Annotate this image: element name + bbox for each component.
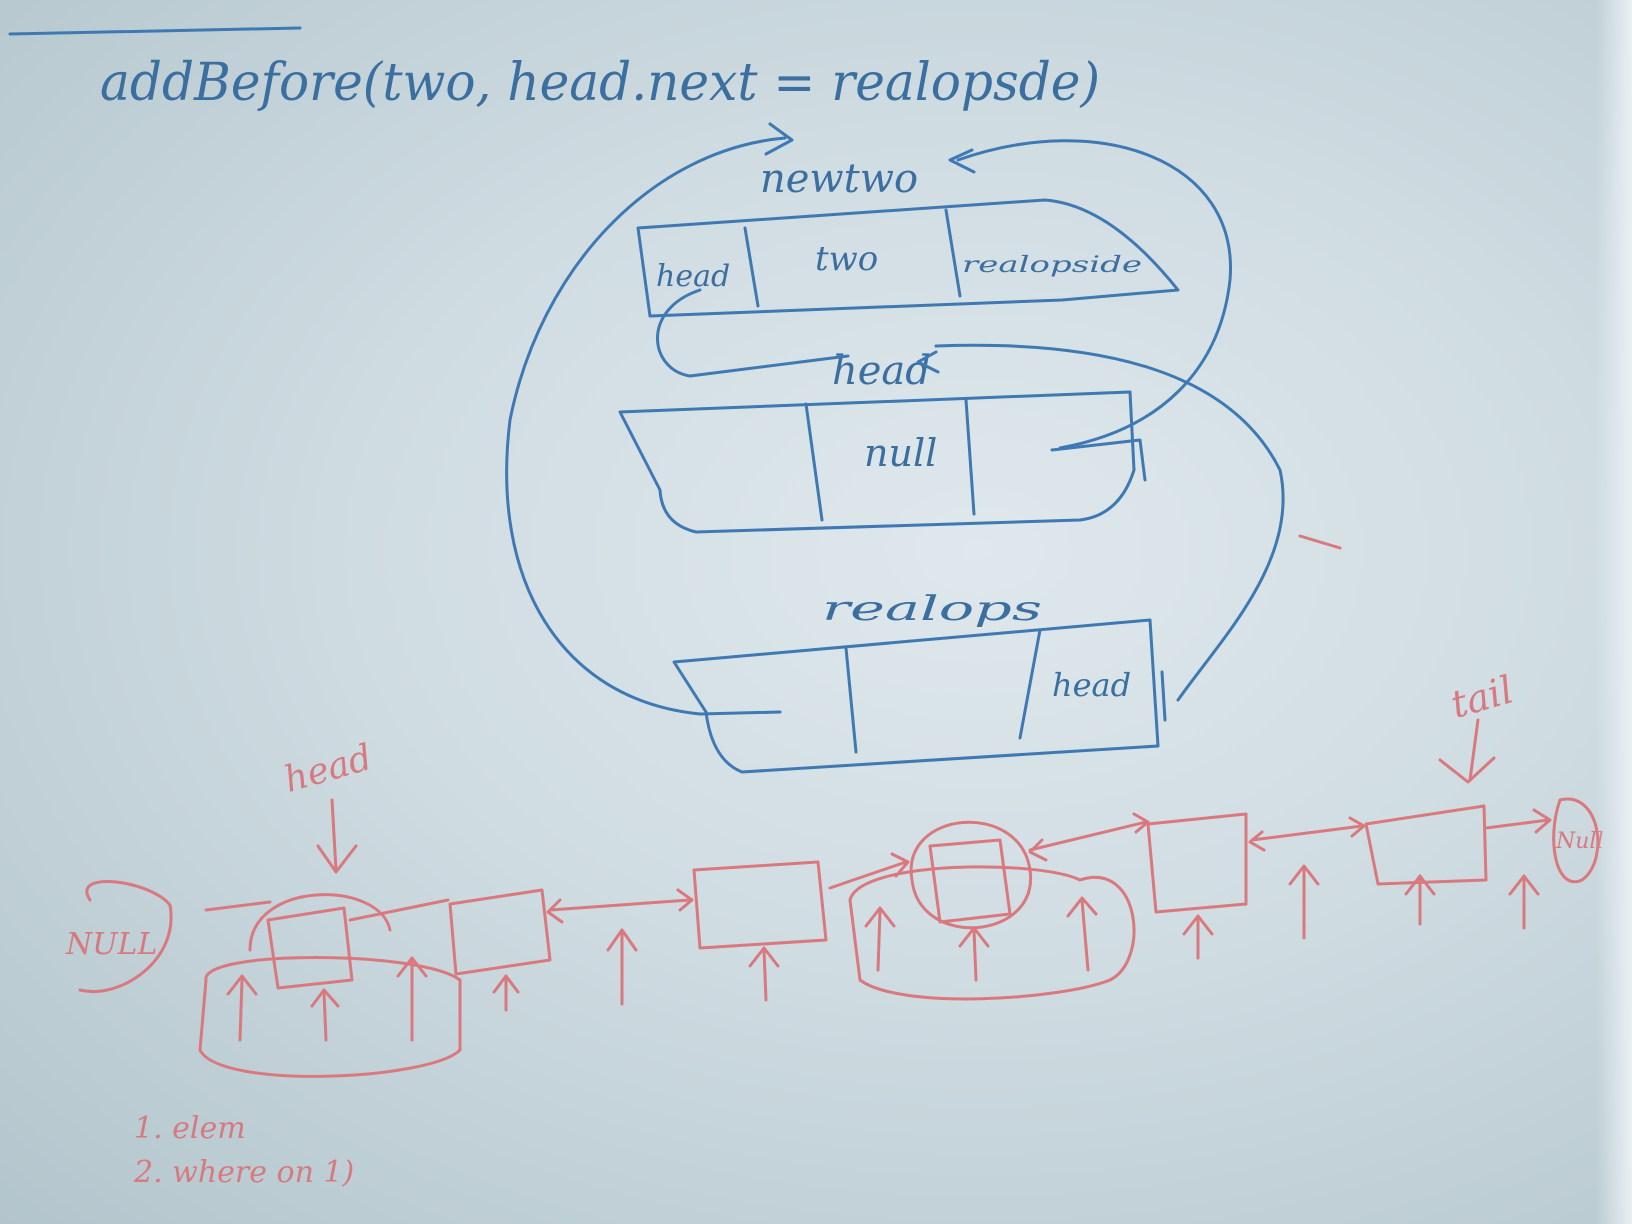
node-2-up-arrow xyxy=(492,974,520,1012)
red-head-label: head xyxy=(280,737,377,801)
outer-loop-right-arrowhead xyxy=(948,148,976,174)
node-1-up-arrow-2 xyxy=(310,988,340,1042)
newtwo-node-box xyxy=(636,198,1180,318)
top-rule-line xyxy=(8,26,302,36)
third-node-box xyxy=(672,618,1160,774)
node-6-up-arrow xyxy=(1404,874,1436,926)
gap-up-arrow-1 xyxy=(606,928,638,1006)
left-null-circle xyxy=(78,880,173,993)
head-right-arrowhead xyxy=(916,350,940,374)
node-4-up-arrow-1 xyxy=(864,906,896,972)
node-1-up-arrow-3 xyxy=(396,956,428,1042)
newtwo-cell-head: head xyxy=(656,259,730,294)
node-4-up-arrow-2 xyxy=(958,926,990,982)
node-1-up-arrow-1 xyxy=(226,974,258,1042)
red-head-pointer xyxy=(330,798,338,872)
right-null-text: Null xyxy=(1555,829,1604,854)
red-tail-label: tail xyxy=(1446,667,1518,726)
outer-loop-right-arrow xyxy=(956,139,1232,450)
node-1-group-outline xyxy=(198,956,462,1078)
head-pointer-arrow xyxy=(656,288,850,378)
head-node-null: null xyxy=(864,431,937,475)
red-head-arrowhead xyxy=(316,844,358,874)
newtwo-divider-1 xyxy=(743,226,760,308)
red-tail-pointer xyxy=(1468,718,1480,782)
stray-red-mark xyxy=(1298,534,1342,550)
code-line-text: addBefore(two, head.next = realopsde) xyxy=(100,53,1100,113)
node-4-circle xyxy=(909,820,1032,930)
node-4-up-arrow-3 xyxy=(1066,896,1098,972)
third-divider-2 xyxy=(1018,628,1042,740)
head-cell-pointer xyxy=(1050,438,1147,482)
link-2-3 xyxy=(546,888,694,924)
link-4-5 xyxy=(1028,812,1150,862)
node-4-group-outline xyxy=(848,865,1136,1001)
head-right-loop-arrow xyxy=(934,343,1285,702)
newtwo-cell-two: two xyxy=(815,239,878,279)
note-line-1: 1. elem xyxy=(134,1111,246,1146)
left-null-arrow xyxy=(204,900,272,912)
third-node-head: head xyxy=(1052,666,1131,704)
list-node-2 xyxy=(448,888,552,976)
realops-label: realops xyxy=(822,589,1042,629)
note-line-2: 2. where on 1) xyxy=(133,1155,354,1190)
newtwo-cell-realopside: realopside xyxy=(962,253,1142,278)
left-null-text: NULL xyxy=(65,927,157,962)
tail-up-arrow xyxy=(1508,874,1540,930)
link-5-6 xyxy=(1248,816,1366,852)
list-node-3 xyxy=(692,860,828,950)
newtwo-label: newtwo xyxy=(760,156,918,202)
right-null-circle xyxy=(1552,797,1600,884)
list-node-4 xyxy=(928,838,1012,924)
third-divider-1 xyxy=(844,646,858,754)
node-5-up-arrow xyxy=(1182,914,1214,960)
node-3-up-arrow xyxy=(748,946,780,1002)
list-node-1 xyxy=(266,906,354,990)
list-node-6 xyxy=(1364,804,1488,886)
right-null-arrow xyxy=(1484,808,1552,834)
gap-up-arrow-2 xyxy=(1288,864,1320,940)
head-node-box xyxy=(618,390,1136,534)
red-tail-arrowhead xyxy=(1438,756,1496,784)
head-divider-1 xyxy=(804,402,824,522)
newtwo-divider-2 xyxy=(944,208,962,298)
list-node-5 xyxy=(1146,812,1248,914)
link-3-4 xyxy=(828,852,910,890)
head-divider-2 xyxy=(964,398,976,516)
outer-loop-left-arrow xyxy=(505,136,787,716)
outer-loop-arrowhead xyxy=(764,122,794,156)
link-1-2 xyxy=(348,898,450,922)
third-node-pointer xyxy=(1160,670,1167,722)
